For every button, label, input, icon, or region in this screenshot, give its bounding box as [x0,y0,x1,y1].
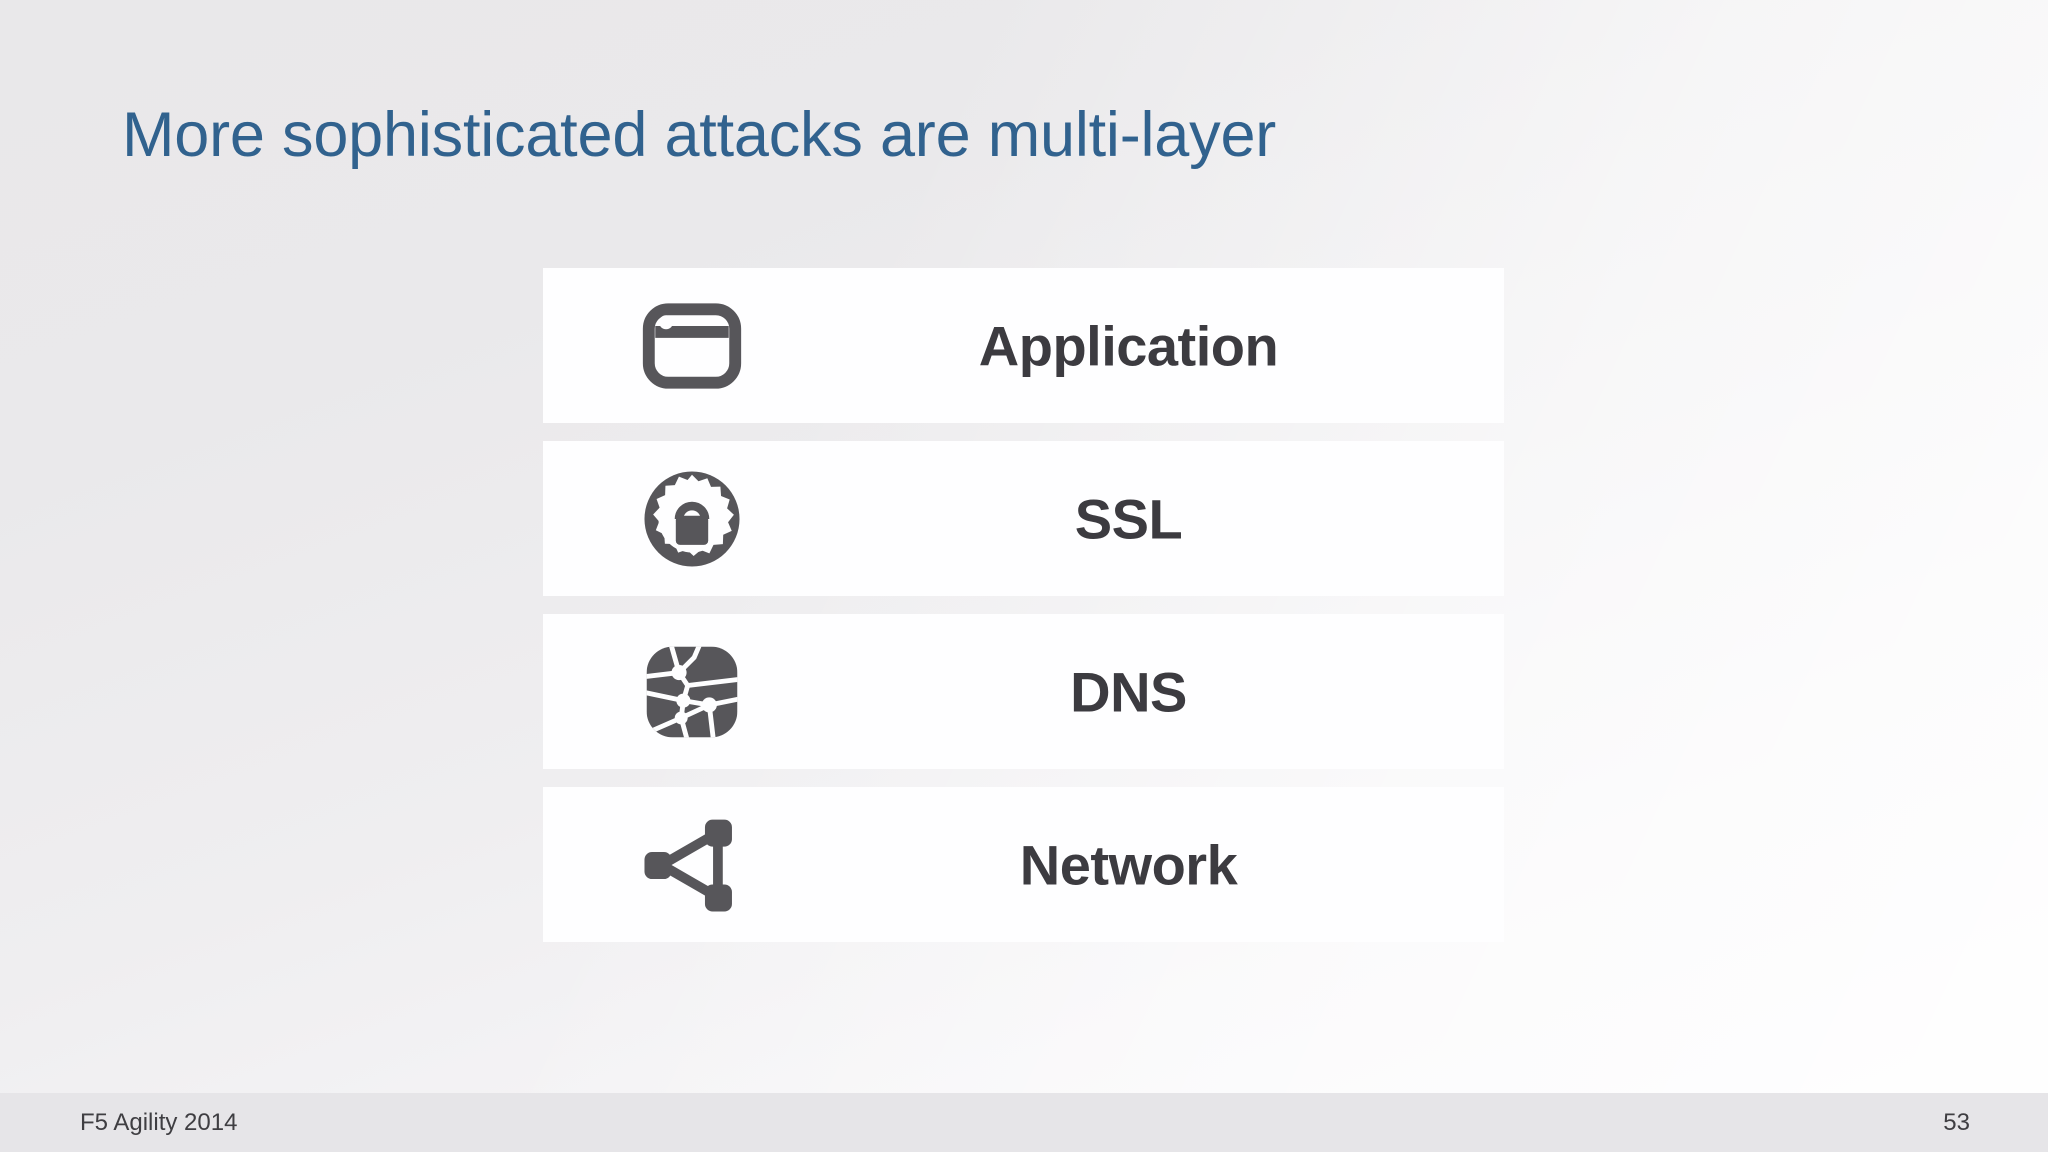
layer-label-application: Application [978,314,1279,377]
browser-window-icon [642,302,742,389]
layer-row-dns[interactable]: DNS [543,614,1504,769]
layer-row-network[interactable]: Network [543,787,1504,942]
layer-label-network: Network [1019,833,1238,896]
network-topology-triangle-icon [644,819,732,911]
layer-label-ssl: SSL [1074,487,1183,550]
slide-footer: F5 Agility 2014 53 [0,1093,2048,1152]
layer-row-application[interactable]: Application [543,268,1504,423]
gear-padlock-icon [644,470,740,567]
layer-row-ssl[interactable]: SSL [543,441,1504,596]
footer-event-label: F5 Agility 2014 [80,1108,238,1136]
slide-page-number: 53 [1943,1108,1970,1136]
layer-stack: Application SSL [543,268,1504,942]
page-title: More sophisticated attacks are multi-lay… [122,100,1277,171]
layer-label-dns: DNS [1070,660,1187,723]
network-mesh-squircle-icon [646,646,738,737]
